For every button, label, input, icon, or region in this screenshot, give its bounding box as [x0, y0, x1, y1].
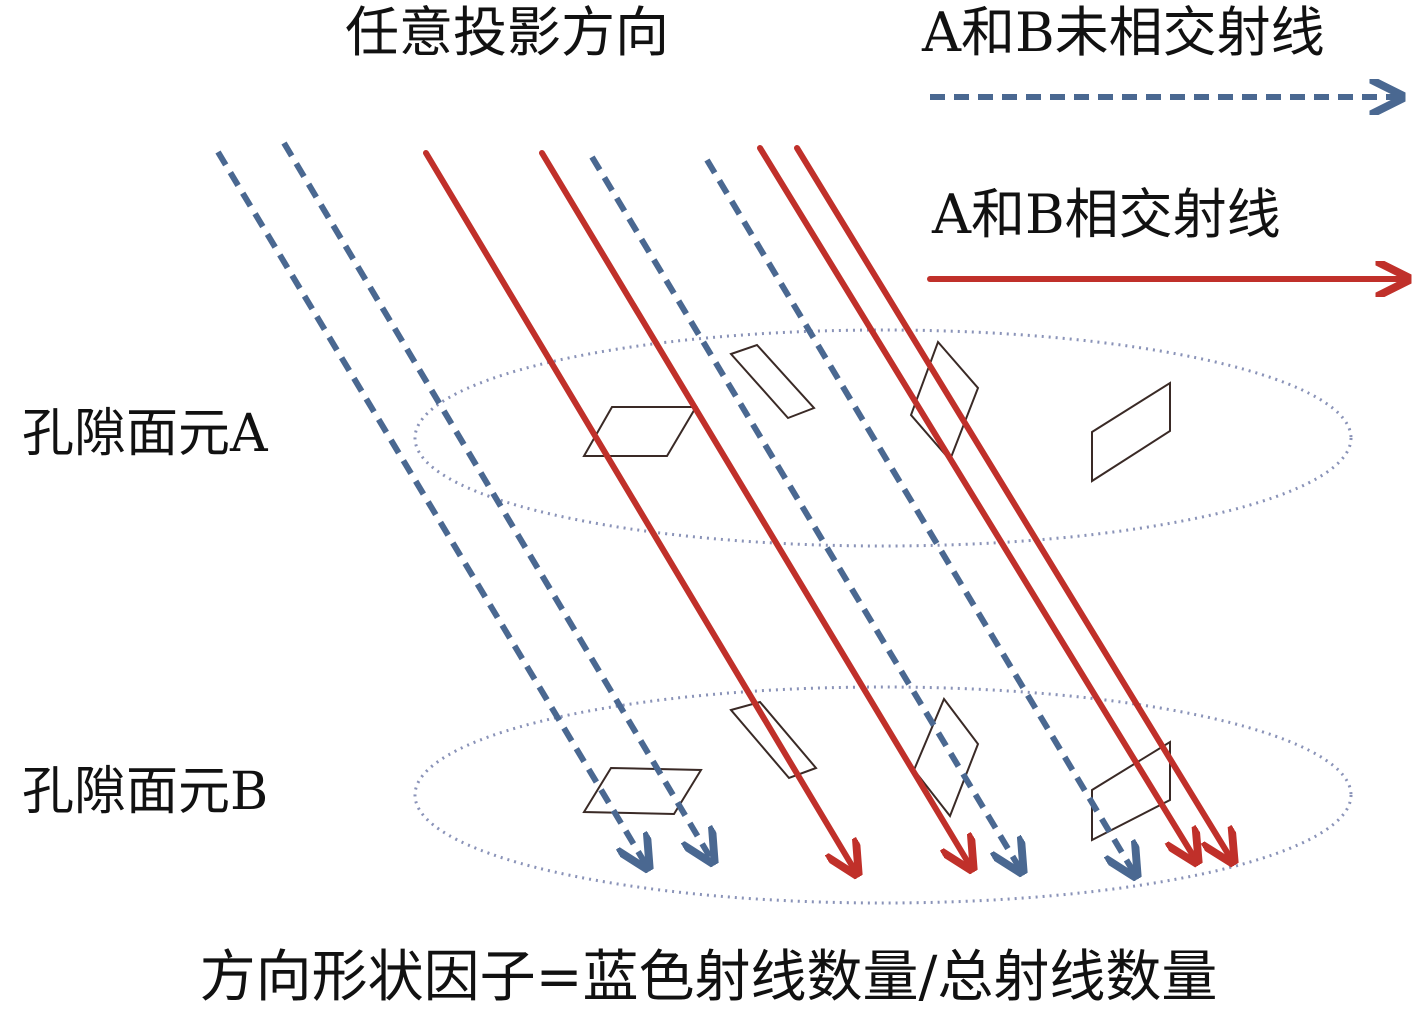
red-ray-3	[757, 145, 1197, 862]
red-ray-2	[539, 150, 972, 869]
blue-ray-4	[704, 158, 1136, 876]
pore-element-b-ellipse	[413, 685, 1353, 905]
red-solid-rays	[423, 145, 1233, 874]
pore-element-a-ellipse	[413, 328, 1353, 548]
legend-non-intersecting-label: A和B未相交射线	[922, 1, 1325, 64]
facet-a-2	[729, 343, 816, 420]
facet-b-1	[582, 766, 703, 816]
red-ray-4	[794, 145, 1233, 862]
shape-factor-formula: 方向形状因子=蓝色射线数量/总射线数量	[199, 945, 1218, 1010]
facet-b-3	[912, 697, 980, 818]
blue-ray-1	[215, 150, 648, 868]
legend-intersecting-label: A和B相交射线	[932, 183, 1281, 246]
facets-b	[582, 697, 1171, 842]
facet-a-3	[909, 340, 980, 462]
blue-ray-3	[589, 155, 1022, 872]
facet-b-2	[729, 700, 818, 780]
red-ray-1	[423, 150, 857, 874]
facet-a-1	[582, 406, 698, 457]
pore-element-a-label: 孔隙面元A	[22, 404, 268, 464]
facet-b-4	[1091, 740, 1171, 842]
pore-element-b-label: 孔隙面元B	[22, 762, 269, 822]
blue-dashed-rays	[215, 141, 1136, 876]
blue-ray-2	[281, 141, 713, 862]
facet-a-4	[1091, 381, 1171, 483]
facets-a	[582, 340, 1171, 483]
diagram-title: 任意投影方向	[345, 1, 669, 64]
